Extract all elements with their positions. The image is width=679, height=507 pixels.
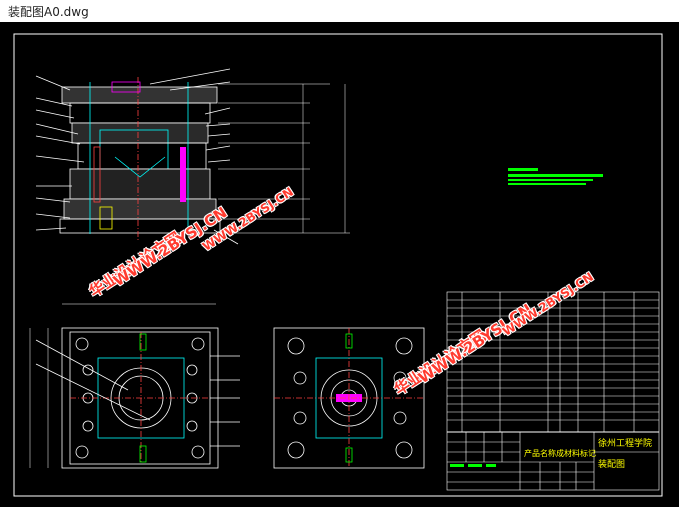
drawing-name-label: 装配图 (598, 458, 625, 470)
parts-list (446, 291, 660, 491)
cad-canvas[interactable]: 产品名称成材料标记 徐州工程学院 装配图 华业设计论文网 WWW.2BYSJ.C… (0, 22, 679, 507)
window-titlebar: 装配图A0.dwg (0, 0, 679, 23)
drawing-frame (13, 33, 663, 497)
plan-view-right (273, 327, 425, 469)
school-name-label: 徐州工程学院 (598, 437, 652, 449)
section-view (35, 68, 350, 245)
window-title: 装配图A0.dwg (8, 5, 89, 19)
plan-view-left (29, 303, 240, 469)
parts-list-notes (450, 464, 496, 467)
technical-notes (508, 168, 603, 185)
product-name-label: 产品名称成材料标记 (524, 448, 596, 458)
drawing-svg: 产品名称成材料标记 徐州工程学院 装配图 (13, 33, 663, 497)
